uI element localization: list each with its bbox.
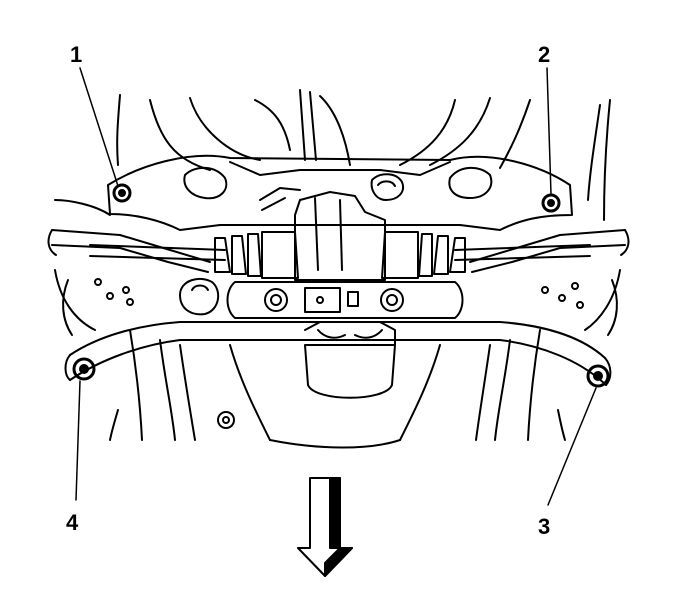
bolt-icon xyxy=(586,364,610,388)
down-arrow-icon xyxy=(297,477,353,577)
bolt-icon xyxy=(112,183,132,203)
rear-subframe xyxy=(47,154,630,273)
differential-rear-mount xyxy=(179,277,464,319)
callout-label-3: 3 xyxy=(538,514,551,539)
callout-leader-lines xyxy=(75,67,597,506)
callout-label-4: 4 xyxy=(66,510,79,535)
callout-label-1: 1 xyxy=(70,42,83,67)
differential-assembly xyxy=(259,173,404,281)
vehicle-body-outline xyxy=(54,89,621,449)
center-lower-housing xyxy=(304,321,396,399)
callout-label-2: 2 xyxy=(538,42,551,67)
drive-shafts xyxy=(89,231,591,279)
lower-crossmember xyxy=(64,321,612,386)
bolt-icon xyxy=(541,193,561,213)
bolt-icon xyxy=(72,357,96,381)
hardware-details xyxy=(62,278,618,429)
